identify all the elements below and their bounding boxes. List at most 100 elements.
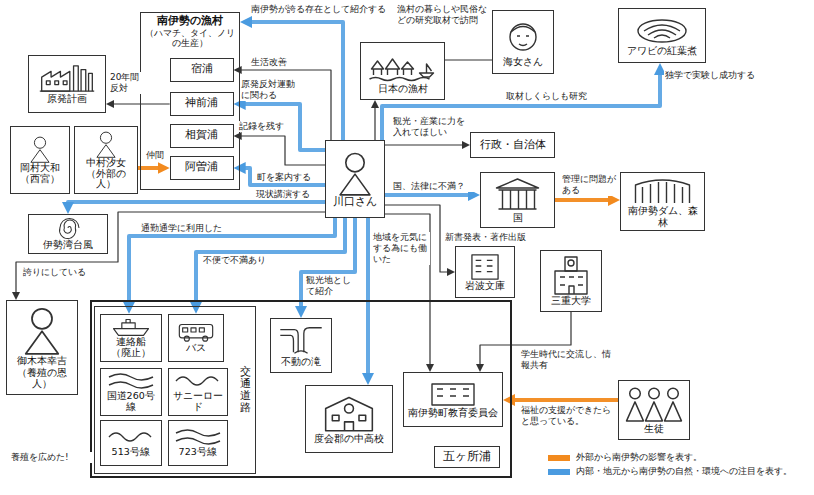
node-label: 御木本幸吉 <box>17 355 67 367</box>
node-icon <box>77 130 135 158</box>
road-box: サニーロード <box>168 368 228 416</box>
typhoon-box: 伊勢湾台風 <box>28 214 108 254</box>
person-box: 岡村大和（西宮） <box>10 126 70 194</box>
node-label: 723号線 <box>179 447 217 458</box>
note-label: 独学で実験し成功する <box>664 70 766 81</box>
node-icon <box>273 324 329 356</box>
harbor-box: 宿浦 <box>170 58 234 82</box>
node-label: バス <box>186 342 206 354</box>
connector <box>366 218 370 377</box>
connector <box>242 168 325 185</box>
connector <box>374 106 375 140</box>
edge-label: 地域を元気にする為にも働いた <box>372 232 430 265</box>
connector <box>385 214 430 366</box>
edge-label: 不便で不満あり <box>202 255 270 266</box>
node-label: 神前浦 <box>185 97 218 110</box>
abalone-box: アワビの紅葉煮 <box>618 8 706 63</box>
legend-text: 内部・地元から南伊勢の自然・環境への注目を表す。 <box>576 466 792 477</box>
node-icon <box>328 150 382 196</box>
connector <box>480 312 571 366</box>
node-label: 行政・自治体 <box>480 139 546 152</box>
node-label: 原発計画 <box>47 93 87 105</box>
road-box: 国道260号線 <box>100 368 162 416</box>
node-icon <box>171 371 225 391</box>
node-label: （廃止） <box>111 348 151 359</box>
note-label: 漁村の暮らしや民俗などの研究取材で訪問 <box>396 4 492 26</box>
node-label: アワビの紅葉煮 <box>627 45 697 57</box>
node-label: 中村汐女 <box>86 158 126 169</box>
waterfall-box: 不動の滝 <box>270 318 332 373</box>
node-label: 岩波文庫 <box>465 280 505 292</box>
connector <box>248 22 343 140</box>
node-label: 岡村大和 <box>20 163 60 174</box>
road-box: 723号線 <box>168 420 228 466</box>
connector <box>240 136 325 165</box>
edge-label: 通勤通学に利用した <box>140 223 228 234</box>
node-label: （養殖の恩人） <box>9 367 75 390</box>
node-icon <box>495 16 551 56</box>
edge-label: 記録を残す <box>238 121 286 132</box>
edge-label: 原発反対運動に関わる <box>240 79 300 101</box>
village-group: 南伊勢の漁村（ハマチ、タイ、ノリの生産）宿浦神前浦相賀浦阿曽浦 <box>140 12 240 190</box>
node-icon <box>171 427 225 447</box>
node-label: 南伊勢町教育委員会 <box>408 407 498 419</box>
node-label: 南伊勢の漁村 <box>157 15 223 28</box>
edge-label: 管理に問題がある <box>561 174 619 196</box>
harbor-box: 神前浦 <box>170 92 234 116</box>
edge-label: 仲間 <box>145 150 169 161</box>
node-icon <box>9 305 75 355</box>
edge-label: 福祉の支援ができたらと思っている。 <box>520 405 616 427</box>
connector <box>68 202 325 206</box>
node-label: 513号線 <box>112 447 150 458</box>
university-box: 三重大学 <box>540 250 602 312</box>
edge-label: 観光・産業に力を入れてほしい <box>392 116 470 138</box>
node-label: 宿浦 <box>191 63 213 76</box>
edge-label: 南伊勢が誇る存在として紹介する <box>250 4 394 15</box>
road-box: 513号線 <box>100 420 162 466</box>
dam-box: 南伊勢ダム、森林 <box>620 172 705 231</box>
students-box: 生徒 <box>618 380 690 440</box>
connector <box>196 218 345 306</box>
harbor-box: 相賀浦 <box>170 124 234 148</box>
node-icon <box>13 135 67 163</box>
node-icon <box>483 176 552 212</box>
connector <box>385 193 472 197</box>
connector <box>242 104 325 150</box>
node-label: 五ヶ所浦 <box>434 446 500 468</box>
legend-swatch <box>548 469 570 475</box>
town-region: 五ヶ所浦 交通道路 連絡船（廃止） バス国道260号線サニーロード 513号線 723号線… <box>90 300 512 478</box>
node-icon <box>543 255 599 295</box>
government-box: 行政・自治体 <box>470 132 555 158</box>
connector <box>385 144 464 145</box>
node-icon <box>623 175 702 205</box>
node-icon <box>406 381 500 407</box>
node-icon <box>31 217 105 239</box>
connector <box>385 205 449 272</box>
publisher-box: 岩波文庫 <box>455 246 515 298</box>
node-label: 川口さん <box>333 196 377 209</box>
node-label: （ハマチ、タイ、ノリの生産） <box>143 28 237 49</box>
node-label: 海女さん <box>503 56 543 68</box>
node-icon <box>458 252 512 280</box>
edge-label: 取材しくらしも研究 <box>505 91 593 102</box>
node-label: （西宮） <box>20 174 60 185</box>
edge-label: 20年間反対 <box>109 72 141 94</box>
node-label: 交通道路 <box>240 366 251 414</box>
plant-box: 原発計画 <box>28 55 106 113</box>
person-box: 御木本幸吉（養殖の恩人） <box>6 300 78 395</box>
village-box: 日本の漁村 <box>360 42 445 100</box>
edge-label: 新書発表・著作出版 <box>444 232 532 243</box>
node-icon <box>308 393 390 433</box>
connector <box>301 218 355 310</box>
connector <box>129 218 335 306</box>
node-icon <box>103 427 159 447</box>
legend-row: 外部から南伊勢の影響を表す。 <box>548 452 810 463</box>
node-icon <box>171 322 221 342</box>
legend-text: 外部から南伊勢の影響を表す。 <box>576 452 702 463</box>
node-label: 生徒 <box>644 423 664 435</box>
connector <box>445 59 492 60</box>
traffic-group: 交通道路 連絡船（廃止） バス国道260号線サニーロード 513号線 723号線 <box>94 306 256 474</box>
node-label: 南伊勢ダム、森林 <box>623 205 702 228</box>
legend-row: 内部・地元から南伊勢の自然・環境への注目を表す。 <box>548 466 810 477</box>
node-label: 連絡船 <box>116 337 146 348</box>
